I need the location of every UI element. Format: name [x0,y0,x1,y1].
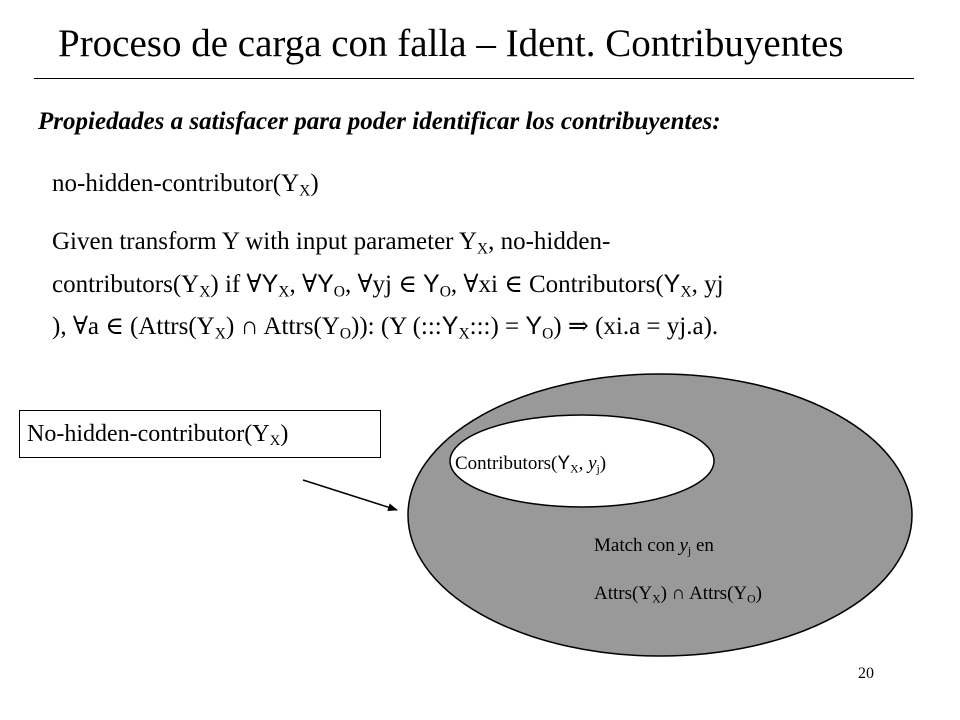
match-label-line-1: Match con yj en [594,534,714,558]
text-segment: Match con [594,535,680,556]
italic-y: y [588,453,597,474]
subscript: X [214,325,226,343]
text-segment: ) [599,453,607,474]
text-segment: , no-hidden- [488,228,611,255]
contributors-ellipse [449,414,715,508]
subscript: X [476,240,489,258]
definition-name: no-hidden-contributor(YX) [52,168,319,200]
text-segment: ) ⇒ (xi.a = yj.a). [553,313,719,340]
text-segment: , ∀yj ∈ [344,271,424,298]
symbol-y: Y [261,270,279,298]
text-segment: ) ∩ Attrs(Y [660,583,748,604]
symbol-y: Y [525,312,543,340]
symbol-y: Y [557,453,571,474]
text-segment: Contributors( [455,453,558,474]
subscript: O [542,325,554,343]
text-segment: ) [755,583,762,604]
subscript: X [680,283,692,301]
symbol-y: Y [423,270,440,298]
text-segment: , yj [691,271,724,298]
subscript: X [278,283,290,301]
definition-name-sub: X [299,182,311,200]
text-segment: Attrs(Y [594,583,653,604]
title-divider [34,78,914,79]
definition-body-line-1: Given transform Y with input parameter Y… [52,226,610,258]
subscript: X [570,462,579,476]
text-segment: ) [280,421,289,447]
text-segment: :::) = [469,313,526,340]
page-number: 20 [858,665,874,682]
text-segment: contributors(Y [52,271,200,298]
subscript: j [687,544,692,558]
no-hidden-contributor-label: No-hidden-contributor(YX) [19,410,381,458]
text-segment: ) if ∀ [210,271,262,298]
outer-ellipse [407,373,913,657]
symbol-y: Y [317,270,334,298]
definition-name-text: no-hidden-contributor(Y [52,170,300,197]
slide-title: Proceso de carga con falla – Ident. Cont… [58,22,844,65]
subscript: j [596,462,600,476]
subscript: O [333,283,345,301]
subscript: O [339,325,352,343]
text-segment: , [578,453,589,474]
text-segment: Given transform Y with input parameter Y [52,228,477,255]
subscript: X [269,433,281,450]
text-segment: )): (Y (::: [351,313,442,340]
text-segment: No-hidden-contributor(Y [27,421,270,447]
match-label-line-2: Attrs(YX) ∩ Attrs(YO) [594,582,762,606]
pointer-arrow [302,479,398,512]
section-subtitle: Propiedades a satisfacer para poder iden… [38,108,721,135]
text-segment: ) ∩ Attrs(Y [225,313,340,340]
text-segment: en [691,535,714,556]
definition-body-line-3: ), ∀a ∈ (Attrs(YX) ∩ Attrs(YO)): (Y (:::… [52,310,718,343]
text-segment: ), ∀a ∈ (Attrs(Y [52,313,215,340]
subscript: X [199,283,211,301]
symbol-y: Y [441,312,459,340]
definition-body-line-2: contributors(YX) if ∀YX, ∀YO, ∀yj ∈ YO, … [52,268,724,301]
definition-name-close: ) [310,170,319,197]
symbol-y: Y [663,270,681,298]
italic-y: y [679,535,688,556]
text-segment: , ∀ [289,271,318,298]
contributors-label: Contributors(YX, yj) [455,452,606,476]
subscript: O [747,592,756,606]
subscript: X [458,325,470,343]
subscript: X [652,592,661,606]
text-segment: , ∀xi ∈ Contributors( [450,271,664,298]
subscript: O [439,283,451,301]
